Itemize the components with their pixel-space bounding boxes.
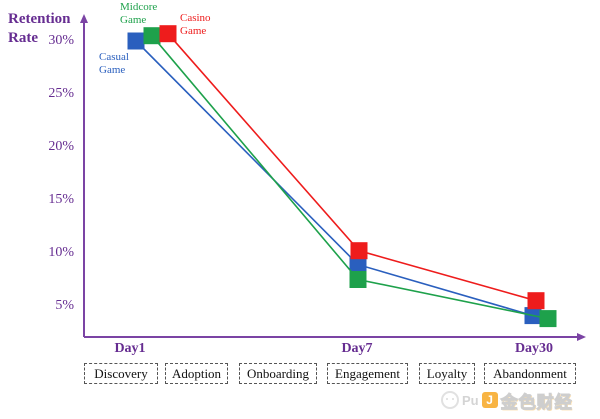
series-label-midcore-game: Midcore Game <box>120 1 158 26</box>
marker-midcore-game-day7 <box>349 271 367 288</box>
marker-casino-game-day30 <box>527 292 545 310</box>
funnel-stage-box-engagement: Engagement <box>327 363 408 384</box>
x-category-label: Day7 <box>341 341 373 356</box>
watermark-brand: 金色财经 <box>500 392 573 412</box>
marker-midcore-game-day30 <box>539 310 557 328</box>
y-tick-label: 15% <box>48 192 74 207</box>
watermark-logo-icon: J <box>481 392 498 408</box>
series-line-casual-game <box>135 40 534 317</box>
marker-casual-game-day1 <box>127 32 145 50</box>
funnel-stage-box-discovery: Discovery <box>84 363 158 384</box>
y-axis-title: Retention Rate <box>8 11 71 46</box>
y-tick-label: 30% <box>48 33 74 48</box>
marker-midcore-game-day1 <box>143 27 161 45</box>
marker-casino-game-day7 <box>350 242 368 260</box>
marker-casual-game-day7 <box>349 256 367 274</box>
y-tick-label: 20% <box>48 139 74 154</box>
x-category-label: Day1 <box>114 341 146 356</box>
series-label-casino-game: Casino Game <box>180 12 211 37</box>
funnel-stage-box-onboarding: Onboarding <box>239 363 317 384</box>
watermark: Pu J 金色财经 <box>441 387 573 413</box>
x-category-label: Day30 <box>514 341 554 356</box>
y-tick-label: 5% <box>55 298 74 313</box>
watermark-prefix: Pu <box>462 392 479 408</box>
y-axis-arrowhead <box>80 14 88 23</box>
watermark-face-icon <box>441 391 459 409</box>
funnel-stage-box-abandonment: Abandonment <box>484 363 576 384</box>
funnel-stage-box-adoption: Adoption <box>165 363 228 384</box>
series-label-casual-game: Casual Game <box>99 51 129 76</box>
y-tick-label: 25% <box>48 86 74 101</box>
marker-casino-game-day1 <box>159 25 177 43</box>
x-axis-arrowhead <box>577 333 586 341</box>
funnel-stage-box-loyalty: Loyalty <box>419 363 475 384</box>
y-tick-label: 10% <box>48 245 74 260</box>
